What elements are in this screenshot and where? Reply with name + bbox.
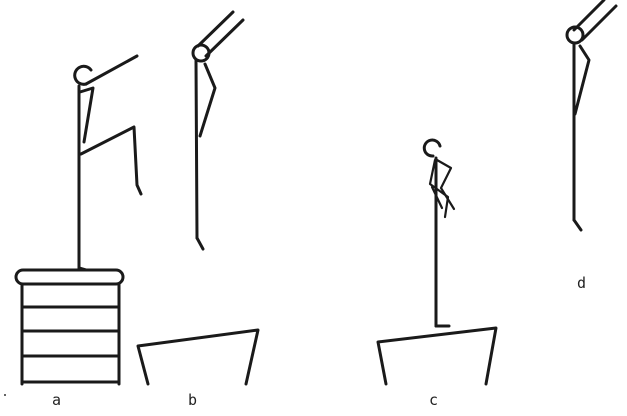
figure-c — [422, 138, 456, 328]
panel-label-a: a — [52, 391, 62, 409]
figure-a-raised-arm — [84, 54, 139, 86]
landing-box-c-outline — [376, 326, 498, 386]
bar-d-line-upper — [572, 0, 606, 32]
figure-b-body — [194, 58, 199, 240]
stray-mark — [4, 394, 6, 396]
figure-a-foot — [77, 266, 88, 272]
figure-b — [191, 43, 217, 251]
panel-label-c: c — [429, 391, 439, 409]
bar-d-line-lower — [580, 4, 618, 42]
panel-c — [376, 138, 498, 386]
figure-b-head — [191, 43, 211, 63]
figure-d — [565, 25, 591, 232]
panel-b — [136, 10, 260, 386]
figure-c-crossed-hand — [430, 185, 444, 210]
panel-label-b: b — [188, 391, 198, 409]
figure-c-arm-left — [428, 158, 450, 219]
figure-d-foot — [572, 218, 583, 232]
bar-line-upper — [196, 10, 235, 48]
bar-line-lower — [204, 18, 245, 58]
figure-b-arm — [198, 62, 217, 138]
panel-label-d: d — [577, 274, 587, 292]
figure-a-head — [73, 64, 93, 86]
figure-a-lowered-arm — [78, 86, 95, 144]
landing-box-b-outline — [136, 328, 260, 386]
figure-a — [73, 54, 143, 272]
vaulting-box — [14, 268, 125, 386]
box-top-rail — [14, 268, 125, 286]
panel-a — [14, 54, 143, 386]
landing-box-b — [136, 328, 260, 386]
landing-box-c — [376, 326, 498, 386]
figure-d-arm — [573, 44, 591, 116]
figure-b-foot — [195, 236, 205, 251]
figure-a-raised-knee — [79, 125, 143, 196]
panel-d — [565, 0, 618, 232]
figure-c-head — [422, 138, 442, 158]
